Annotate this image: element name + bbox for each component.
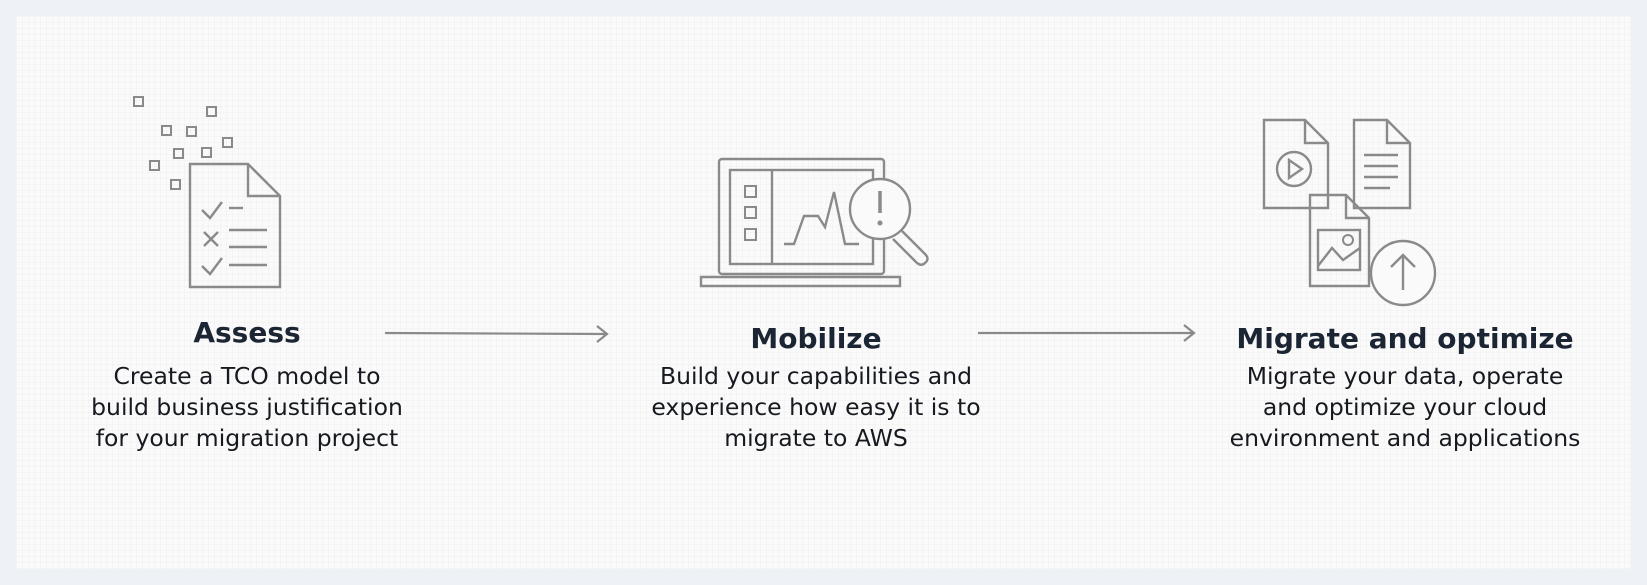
description-line: build business justification (91, 393, 403, 421)
description-line: environment and applications (1229, 424, 1581, 452)
step-description: Migrate your data, operate and optimize … (1220, 361, 1590, 454)
description-line: for your migration project (95, 424, 399, 452)
description-line: Create a TCO model to (113, 362, 381, 390)
laptop-alert-magnifier-icon (697, 155, 942, 305)
step-description: Create a TCO model to build business jus… (87, 361, 407, 454)
files-upload-icon (1260, 118, 1445, 313)
step-description: Build your capabilities and experience h… (641, 361, 991, 454)
arrow-assess-to-mobilize-icon (384, 324, 615, 348)
step-assess: Assess Create a TCO model to build busin… (87, 316, 407, 454)
checklist-document-icon (125, 92, 300, 307)
arrow-mobilize-to-migrate-icon (978, 323, 1198, 347)
description-line: migrate to AWS (724, 424, 908, 452)
step-title: Mobilize (750, 322, 882, 355)
description-line: and optimize your cloud (1262, 393, 1548, 421)
step-title: Migrate and optimize (1236, 322, 1574, 355)
step-mobilize: Mobilize Build your capabilities and exp… (641, 322, 991, 454)
description-line: Build your capabilities and (659, 362, 973, 390)
diagram-canvas (16, 16, 1631, 569)
description-line: experience how easy it is to (651, 393, 981, 421)
step-title: Assess (193, 316, 301, 349)
description-line: Migrate your data, operate (1246, 362, 1564, 390)
step-migrate-and-optimize: Migrate and optimize Migrate your data, … (1220, 322, 1590, 454)
